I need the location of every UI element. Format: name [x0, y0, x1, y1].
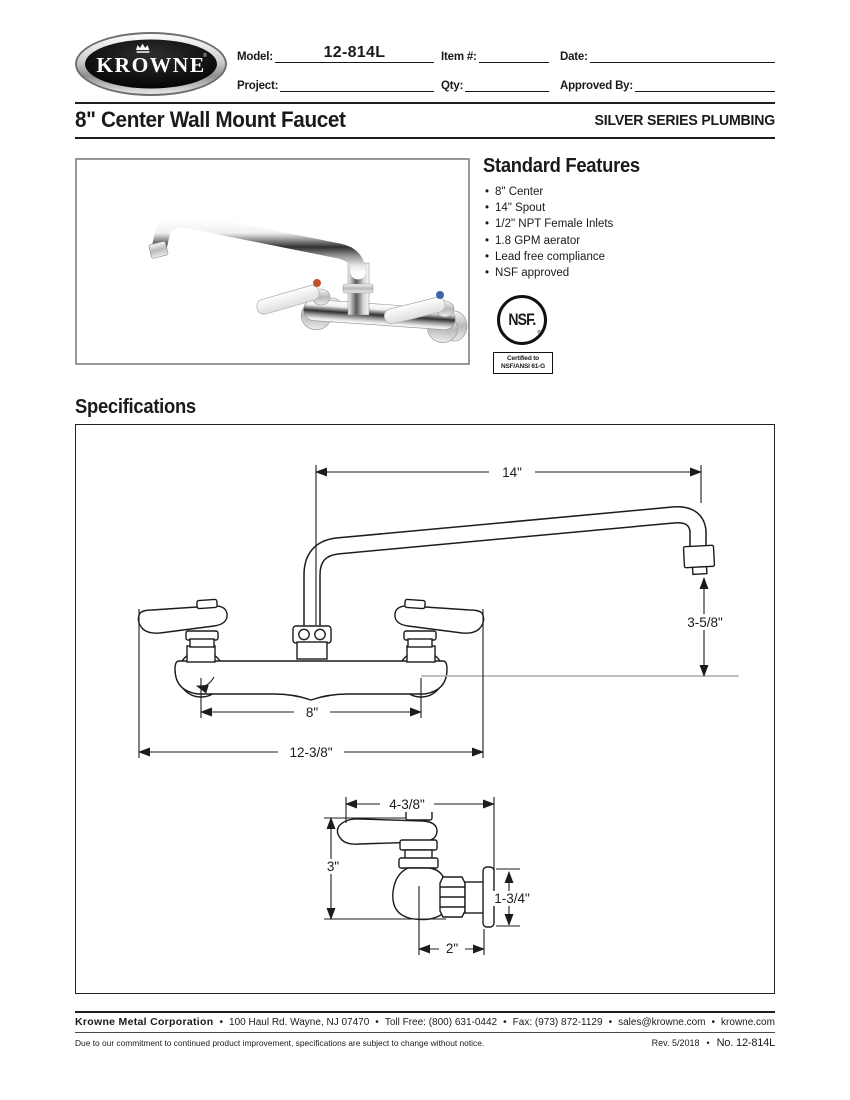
- dim-overall-width: 12-3/8": [289, 745, 332, 760]
- feature-item: 8" Center: [483, 184, 778, 200]
- specifications-box: 14" 3-5/8" 8" 12-3/8": [75, 424, 775, 994]
- page-title: 8" Center Wall Mount Faucet: [75, 107, 346, 132]
- features-heading: Standard Features: [483, 155, 640, 177]
- approved-label: Approved By:: [560, 80, 633, 92]
- qty-label: Qty:: [441, 80, 464, 92]
- item-field: Item #:: [441, 43, 549, 63]
- footer-revision: Rev. 5/2018: [651, 1038, 700, 1048]
- features-list: 8" Center 14" Spout 1/2" NPT Female Inle…: [483, 184, 778, 281]
- side-view-drawing: [336, 810, 495, 928]
- model-value: 12-814L: [323, 44, 386, 61]
- spec-drawing: 14" 3-5/8" 8" 12-3/8": [137, 463, 739, 956]
- footer-disclaimer: Due to our commitment to continued produ…: [75, 1038, 485, 1048]
- krowne-logo: KROWNE ®: [75, 32, 227, 96]
- dim-outlet-depth: 2": [446, 941, 459, 956]
- model-field: Model: 12-814L: [237, 43, 434, 63]
- crown-icon: [136, 43, 150, 53]
- series-title: SILVER SERIES PLUMBING: [594, 112, 776, 129]
- nsf-logo-icon: NSF. ®: [497, 295, 547, 346]
- spout-aerator: [682, 544, 716, 576]
- side-body: [392, 867, 448, 921]
- footer-address: 100 Haul Rd. Wayne, NJ 07470: [229, 1017, 370, 1028]
- inlet-nipple: [464, 881, 485, 914]
- specifications-heading: Specifications: [75, 396, 196, 418]
- project-line: [280, 71, 434, 92]
- left-handle-front: [137, 605, 228, 634]
- footer-bullet: •: [711, 1017, 716, 1028]
- standard-features: Standard Features 8" Center 14" Spout 1/…: [483, 155, 778, 375]
- faucet-body-front: [174, 660, 448, 701]
- footer-bullet: •: [503, 1017, 507, 1028]
- project-label: Project:: [237, 80, 279, 92]
- item-line: [478, 42, 549, 63]
- footer-email: sales@krowne.com: [618, 1017, 706, 1028]
- footer-revision-line: Due to our commitment to continued produ…: [75, 1037, 775, 1049]
- product-photo-frame: [75, 158, 470, 365]
- cold-index-button: [436, 291, 444, 299]
- dim-flange-height: 1-3/4": [494, 891, 530, 906]
- footer-bullet: •: [375, 1017, 379, 1028]
- project-field: Project:: [237, 72, 434, 92]
- feature-item: 1/2" NPT Female Inlets: [483, 216, 778, 232]
- qty-line: [465, 71, 549, 92]
- footer-company: Krowne Metal Corporation: [75, 1016, 214, 1028]
- nsf-cert-line2: NSF/ANSI 61-G: [501, 363, 545, 371]
- right-handle-front: [394, 605, 485, 634]
- footer-contact-line: Krowne Metal Corporation • 100 Haul Rd. …: [75, 1016, 775, 1028]
- item-label: Item #:: [441, 51, 477, 63]
- front-view-drawing: [137, 506, 716, 701]
- footer-bullet: •: [706, 1038, 710, 1048]
- model-line: 12-814L: [274, 42, 434, 63]
- footer-fax: Fax: (973) 872-1129: [512, 1017, 603, 1028]
- nsf-certification: NSF. ® Certified to NSF/ANSI 61-G: [493, 295, 563, 375]
- dim-spout-length: 14": [502, 465, 522, 480]
- nsf-mark-text: NSF.: [508, 310, 536, 329]
- date-line: [589, 42, 775, 63]
- qty-field: Qty:: [441, 72, 549, 92]
- logo-registered-mark: ®: [203, 52, 207, 59]
- nsf-cert-box: Certified to NSF/ANSI 61-G: [493, 352, 553, 375]
- feature-item: NSF approved: [483, 265, 778, 281]
- feature-item: 14" Spout: [483, 200, 778, 216]
- feature-item: Lead free compliance: [483, 249, 778, 265]
- dim-side-height: 3": [327, 859, 340, 874]
- title-rule-top: [75, 102, 775, 104]
- date-label: Date:: [560, 51, 588, 63]
- side-handle: [336, 818, 438, 845]
- feature-item: 1.8 GPM aerator: [483, 233, 778, 249]
- footer-rule-bottom: [75, 1032, 775, 1033]
- dim-spout-height: 3-5/8": [687, 615, 723, 630]
- model-label: Model:: [237, 51, 273, 63]
- dim-side-depth: 4-3/8": [389, 797, 425, 812]
- aerator: [148, 241, 169, 259]
- footer-bullet: •: [608, 1017, 613, 1028]
- footer-bullet: •: [219, 1017, 223, 1028]
- nsf-registered-mark: ®: [537, 330, 541, 337]
- footer-rule-top: [75, 1011, 775, 1013]
- right-handle: [383, 296, 446, 325]
- footer-doc-number: No. 12-814L: [716, 1037, 776, 1049]
- footer-website: krowne.com: [721, 1017, 775, 1028]
- approved-field: Approved By:: [560, 72, 775, 92]
- product-photo: [148, 212, 468, 343]
- nsf-cert-line1: Certified to: [507, 355, 539, 363]
- date-field: Date:: [560, 43, 775, 63]
- hot-index-button: [313, 279, 321, 287]
- title-rule-bottom: [75, 137, 775, 139]
- swing-spout: [152, 212, 366, 280]
- logo-wordmark: KROWNE: [96, 53, 205, 77]
- footer-tollfree: Toll Free: (800) 631-0442: [384, 1017, 498, 1028]
- approved-line: [635, 71, 775, 92]
- left-handle: [256, 285, 320, 315]
- dim-center-spacing: 8": [306, 705, 319, 720]
